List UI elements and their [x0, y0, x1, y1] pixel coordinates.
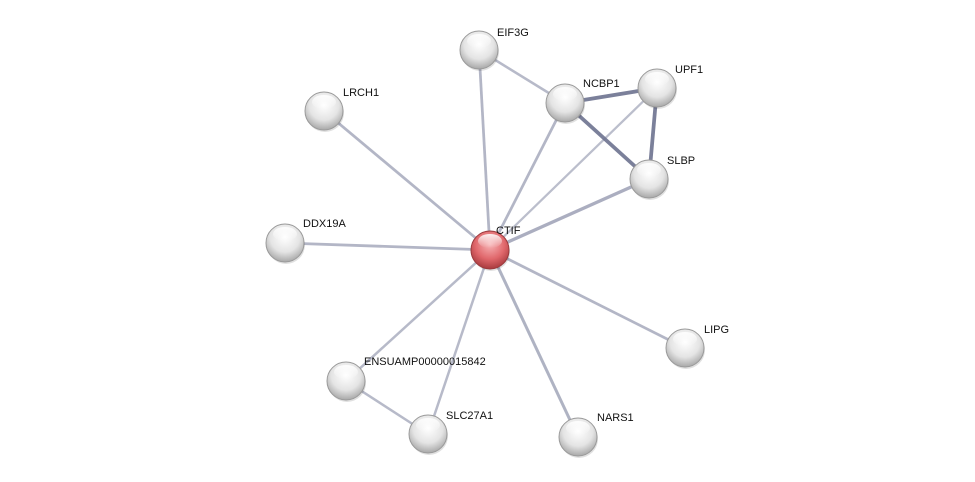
node-highlight	[566, 421, 590, 435]
node-label: ENSUAMP00000015842	[364, 356, 486, 368]
node-label: NCBP1	[583, 78, 620, 90]
edge-CTIF-EIF3G[interactable]	[477, 49, 492, 251]
node-highlight	[416, 418, 440, 432]
node-NCBP1[interactable]: NCBP1	[545, 78, 620, 124]
node-highlight	[637, 163, 661, 177]
node-UPF1[interactable]: UPF1	[637, 64, 703, 109]
node-label: EIF3G	[497, 27, 529, 39]
node-highlight	[553, 87, 577, 101]
node-highlight	[673, 332, 697, 346]
node-highlight	[467, 34, 491, 48]
edge-CTIF-SLBP[interactable]	[489, 177, 650, 252]
node-highlight	[334, 365, 358, 379]
node-label: LIPG	[704, 324, 729, 336]
node-ENSUAMP00000015842[interactable]: ENSUAMP00000015842	[326, 356, 486, 402]
node-label: SLC27A1	[446, 410, 493, 422]
node-highlight	[312, 95, 336, 109]
edge-CTIF-LRCH1[interactable]	[323, 109, 491, 252]
node-highlight	[478, 234, 502, 248]
edge-CTIF-LIPG[interactable]	[489, 248, 686, 350]
node-label: CTIF	[496, 225, 521, 237]
edge-CTIF-UPF1[interactable]	[489, 87, 658, 251]
node-CTIF[interactable]: CTIF	[470, 225, 521, 271]
node-label: SLBP	[667, 155, 695, 167]
node-highlight	[273, 227, 297, 241]
node-NARS1[interactable]: NARS1	[558, 412, 634, 458]
node-label: NARS1	[597, 412, 634, 424]
node-EIF3G[interactable]: EIF3G	[459, 27, 529, 71]
node-highlight	[645, 72, 669, 86]
node-DDX19A[interactable]: DDX19A	[265, 218, 346, 264]
edge-CTIF-NCBP1[interactable]	[488, 102, 567, 251]
node-LRCH1[interactable]: LRCH1	[304, 87, 379, 132]
edge-CTIF-ENSUAMP00000015842[interactable]	[345, 249, 491, 382]
node-LIPG[interactable]: LIPG	[665, 324, 729, 369]
node-label: LRCH1	[343, 87, 379, 99]
node-SLBP[interactable]: SLBP	[629, 155, 695, 200]
edge-CTIF-DDX19A[interactable]	[284, 241, 491, 252]
node-SLC27A1[interactable]: SLC27A1	[408, 410, 493, 455]
node-label: UPF1	[675, 64, 703, 76]
edge-CTIF-NARS1[interactable]	[488, 249, 580, 438]
edge-CTIF-SLC27A1[interactable]	[426, 249, 492, 435]
node-label: DDX19A	[303, 218, 346, 230]
